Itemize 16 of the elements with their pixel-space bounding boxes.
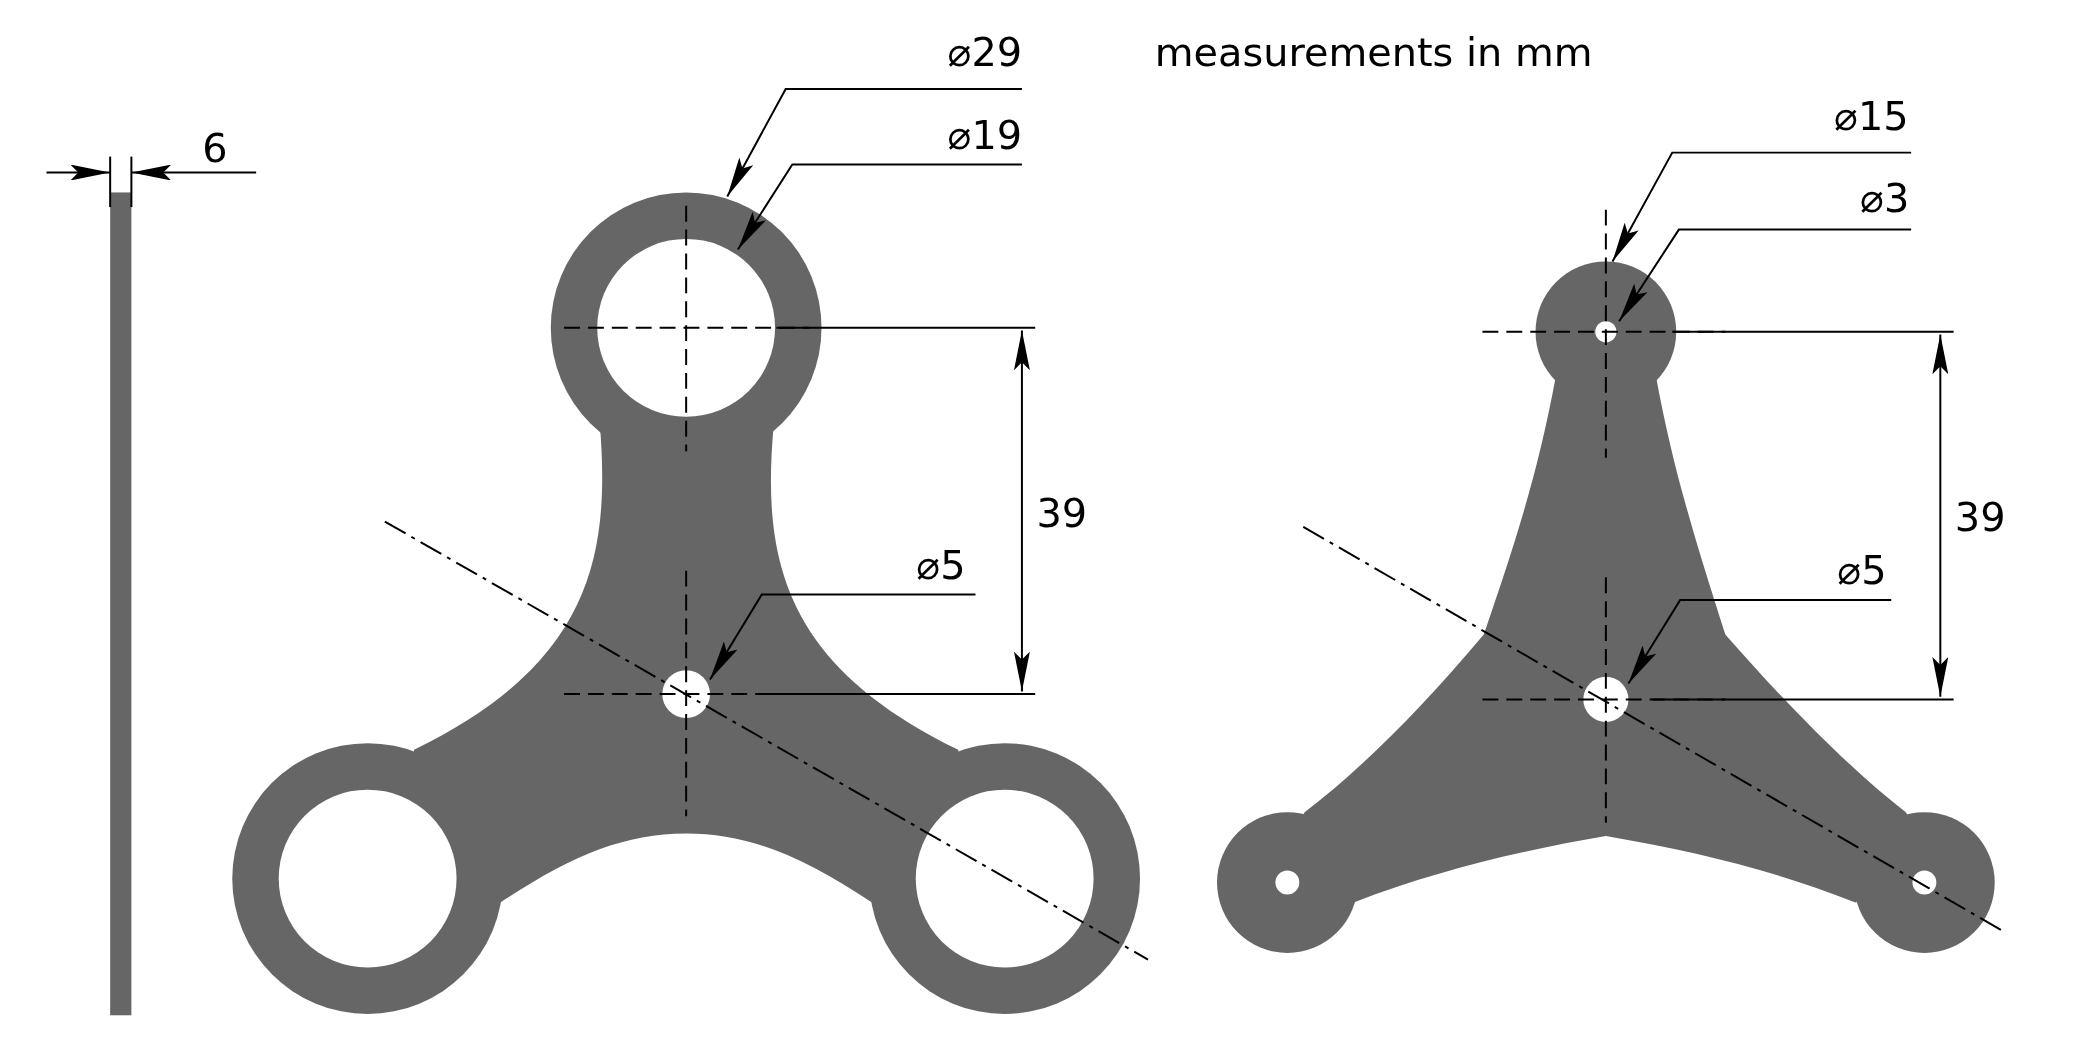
leader-line (1618, 228, 1913, 323)
dimension-label: 39 (1954, 495, 2006, 541)
note-text: measurements in mm (1154, 30, 1593, 76)
leader-line (726, 87, 1023, 198)
leader-line (709, 593, 977, 681)
diameter-label: ⌀29 (947, 30, 1023, 76)
leader-line (1627, 598, 1893, 685)
leader-line (1611, 151, 1913, 263)
diameter-label: ⌀19 (947, 112, 1023, 158)
diameter-label: ⌀3 (1859, 176, 1910, 222)
leader-line (736, 163, 1023, 251)
dimension-label: 6 (202, 126, 228, 172)
diameter-label: ⌀5 (1837, 548, 1887, 594)
dimension-label: 39 (1036, 491, 1088, 537)
diameter-label: ⌀15 (1834, 94, 1909, 140)
diameter-label: ⌀5 (916, 542, 966, 588)
